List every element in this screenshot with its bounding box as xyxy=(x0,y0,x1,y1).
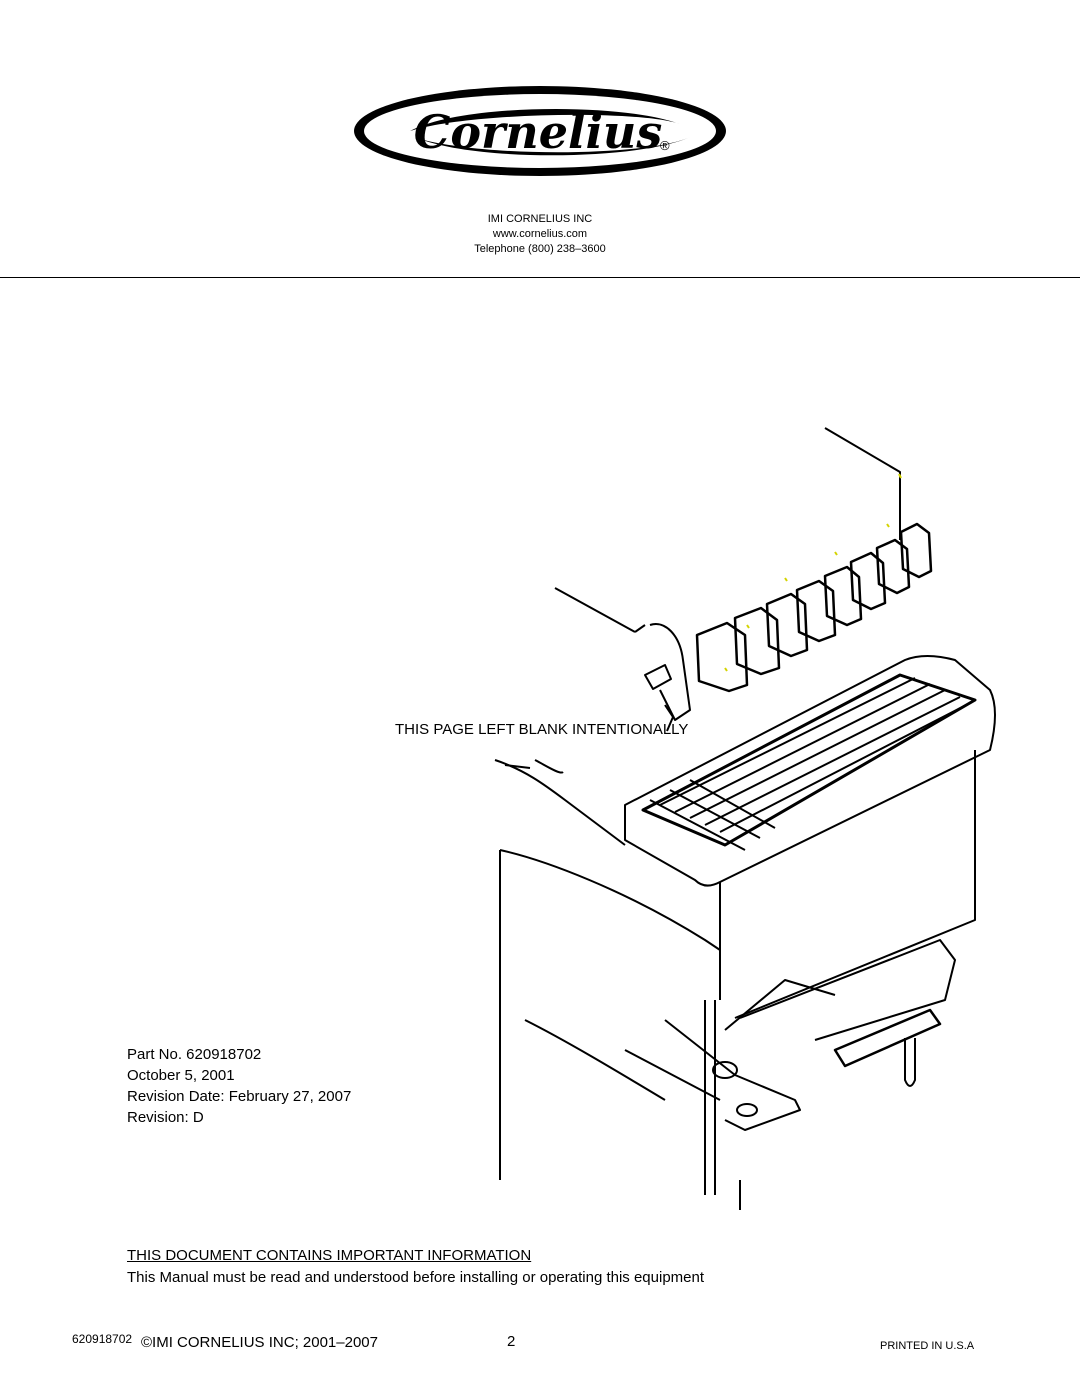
footer-printed-in: PRINTED IN U.S.A xyxy=(880,1340,975,1352)
footer-part-number: 620918702 xyxy=(72,1332,133,1346)
document-notice-heading: THIS DOCUMENT CONTAINS IMPORTANT INFORMA… xyxy=(127,1247,532,1264)
part-number: Part No. 620918702 xyxy=(127,1046,262,1063)
revision-date: Revision Date: February 27, 2007 xyxy=(127,1088,352,1105)
document-date: October 5, 2001 xyxy=(127,1067,235,1084)
company-telephone: Telephone (800) 238–3600 xyxy=(474,243,606,255)
footer-copyright: ©IMI CORNELIUS INC; 2001–2007 xyxy=(141,1334,378,1351)
page-number: 2 xyxy=(507,1333,516,1350)
logo-registered-mark: ® xyxy=(660,138,670,153)
company-name: IMI CORNELIUS INC xyxy=(487,213,593,225)
beverage-ice-dispenser-drawing xyxy=(494,427,996,1210)
revision: Revision: D xyxy=(127,1109,204,1126)
company-website: www.cornelius.com xyxy=(492,228,588,240)
document-notice-text: This Manual must be read and understood … xyxy=(127,1269,705,1286)
header-rule xyxy=(0,277,1080,278)
blank-page-notice: THIS PAGE LEFT BLANK INTENTIONALLY xyxy=(395,721,689,738)
logo-wordmark: Cornelius xyxy=(414,105,663,159)
cornelius-logo: Cornelius ® xyxy=(354,86,726,176)
